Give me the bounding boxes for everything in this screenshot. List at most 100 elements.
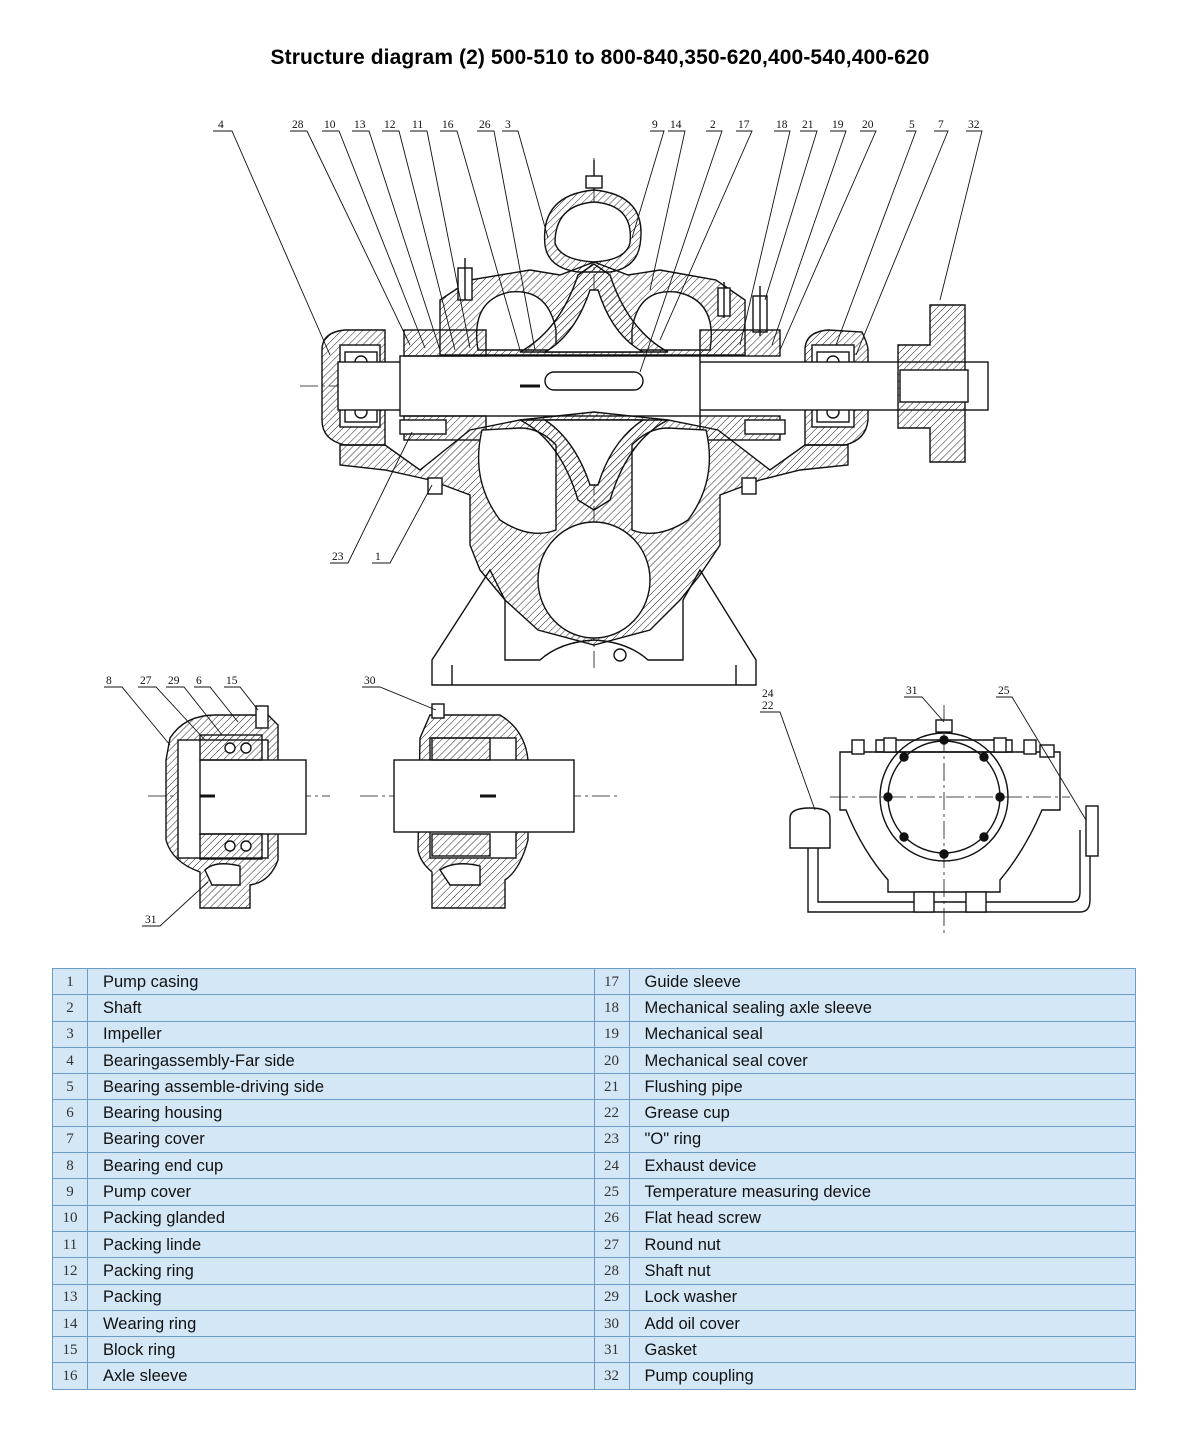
part-number: 5 [52, 1073, 88, 1101]
part-number: 17 [593, 967, 630, 996]
part-name: Bearing housing [87, 1099, 595, 1127]
table-row: 13 Packing 29 Lock washer [52, 1283, 1136, 1311]
bearing-middle-leaders [362, 686, 437, 711]
table-row: 11 Packing linde 27 Round nut [52, 1230, 1136, 1259]
part-number: 28 [593, 1257, 630, 1285]
callout-label: 3 [505, 119, 511, 131]
part-name: Bearing cover [87, 1125, 595, 1154]
callout-label: 4 [218, 119, 224, 131]
part-name: Impeller [87, 1020, 595, 1048]
part-name: Gasket [628, 1336, 1136, 1364]
main-view-callout-labels: 4 28 10 13 12 11 16 26 3 9 14 2 17 18 21… [218, 119, 980, 563]
part-name: Packing ring [87, 1257, 595, 1285]
callout-label: 20 [862, 119, 874, 131]
part-number: 16 [52, 1362, 88, 1390]
part-name: Temperature measuring device [628, 1178, 1136, 1206]
callout-label: 17 [738, 119, 750, 131]
part-number: 20 [593, 1046, 630, 1075]
callout-label: 1 [375, 551, 381, 563]
callout-label: 9 [652, 119, 658, 131]
callout-label: 12 [384, 119, 396, 131]
callout-label: 28 [292, 119, 304, 131]
parts-list-table: 1 Pump casing 17 Guide sleeve 2 Shaft 18… [52, 967, 1136, 1390]
bearing-middle-labels: 30 [364, 675, 376, 687]
part-name: Packing linde [87, 1230, 595, 1259]
callout-label: 32 [968, 119, 980, 131]
part-name: Packing glanded [87, 1204, 595, 1232]
part-number: 19 [593, 1020, 630, 1048]
callout-label: 31 [906, 685, 918, 697]
callout-label: 19 [832, 119, 844, 131]
part-name: "O" ring [628, 1125, 1136, 1154]
part-number: 10 [52, 1204, 88, 1232]
table-row: 4 Bearingassembly-Far side 20 Mechanical… [52, 1046, 1136, 1075]
callout-label: 10 [324, 119, 336, 131]
part-number: 31 [593, 1336, 630, 1364]
part-number: 3 [52, 1020, 88, 1048]
callout-label: 23 [332, 551, 344, 563]
callout-label: 21 [802, 119, 814, 131]
table-row: 3 Impeller 19 Mechanical seal [52, 1020, 1136, 1048]
part-name: Packing [87, 1283, 595, 1311]
table-row: 15 Block ring 31 Gasket [52, 1336, 1136, 1364]
part-name: Pump coupling [628, 1362, 1136, 1390]
part-number: 24 [593, 1152, 630, 1180]
main-section-view [300, 158, 989, 686]
callout-label: 27 [140, 675, 152, 687]
callout-label: 26 [479, 119, 491, 131]
callout-label: 24 [762, 688, 774, 700]
table-row: 14 Wearing ring 30 Add oil cover [52, 1309, 1136, 1338]
part-name: Mechanical seal cover [628, 1046, 1136, 1075]
part-number: 12 [52, 1257, 88, 1285]
table-row: 1 Pump casing 17 Guide sleeve [52, 967, 1136, 996]
part-number: 27 [593, 1230, 630, 1259]
callout-label: 31 [145, 914, 157, 926]
table-row: 10 Packing glanded 26 Flat head screw [52, 1204, 1136, 1232]
part-number: 13 [52, 1283, 88, 1311]
end-view [789, 705, 1099, 935]
bearing-detail-left [148, 705, 330, 909]
part-number: 11 [52, 1230, 88, 1259]
callout-label: 8 [106, 675, 112, 687]
callout-label: 11 [412, 119, 423, 131]
part-number: 15 [52, 1336, 88, 1364]
callout-label: 14 [670, 119, 682, 131]
callout-label: 13 [354, 119, 366, 131]
part-name: Shaft [87, 994, 595, 1022]
part-number: 23 [593, 1125, 630, 1154]
part-number: 2 [52, 994, 88, 1022]
part-name: Wearing ring [87, 1309, 595, 1338]
part-name: Pump cover [87, 1178, 595, 1206]
table-row: 5 Bearing assemble-driving side 21 Flush… [52, 1073, 1136, 1101]
end-view-labels: 24 22 31 25 [762, 685, 1010, 712]
table-row: 8 Bearing end cup 24 Exhaust device [52, 1152, 1136, 1180]
table-row: 12 Packing ring 28 Shaft nut [52, 1257, 1136, 1285]
callout-label: 15 [226, 675, 238, 687]
callout-label: 6 [196, 675, 202, 687]
part-name: Grease cup [628, 1099, 1136, 1127]
part-number: 25 [593, 1178, 630, 1206]
callout-label: 18 [776, 119, 788, 131]
part-number: 22 [593, 1099, 630, 1127]
part-name: Guide sleeve [628, 967, 1136, 996]
part-name: Block ring [87, 1336, 595, 1364]
part-number: 14 [52, 1309, 88, 1338]
part-name: Shaft nut [628, 1257, 1136, 1285]
pump-structure-drawing: 4 28 10 13 12 11 16 26 3 9 14 2 17 18 21… [104, 119, 1099, 935]
callout-label: 22 [762, 700, 774, 712]
part-name: Mechanical seal [628, 1020, 1136, 1048]
table-row: 7 Bearing cover 23 "O" ring [52, 1125, 1136, 1154]
part-number: 7 [52, 1125, 88, 1154]
part-number: 29 [593, 1283, 630, 1311]
part-name: Lock washer [628, 1283, 1136, 1311]
bearing-left-labels: 8 27 29 6 15 31 [106, 675, 238, 926]
part-name: Bearing assemble-driving side [87, 1073, 595, 1101]
bearing-detail-middle [360, 703, 620, 909]
table-row: 6 Bearing housing 22 Grease cup [52, 1099, 1136, 1127]
part-name: Axle sleeve [87, 1362, 595, 1390]
part-name: Bearingassembly-Far side [87, 1046, 595, 1075]
bearing-left-leaders [104, 686, 259, 927]
part-name: Pump casing [87, 967, 595, 996]
part-number: 30 [593, 1309, 630, 1338]
callout-label: 29 [168, 675, 180, 687]
